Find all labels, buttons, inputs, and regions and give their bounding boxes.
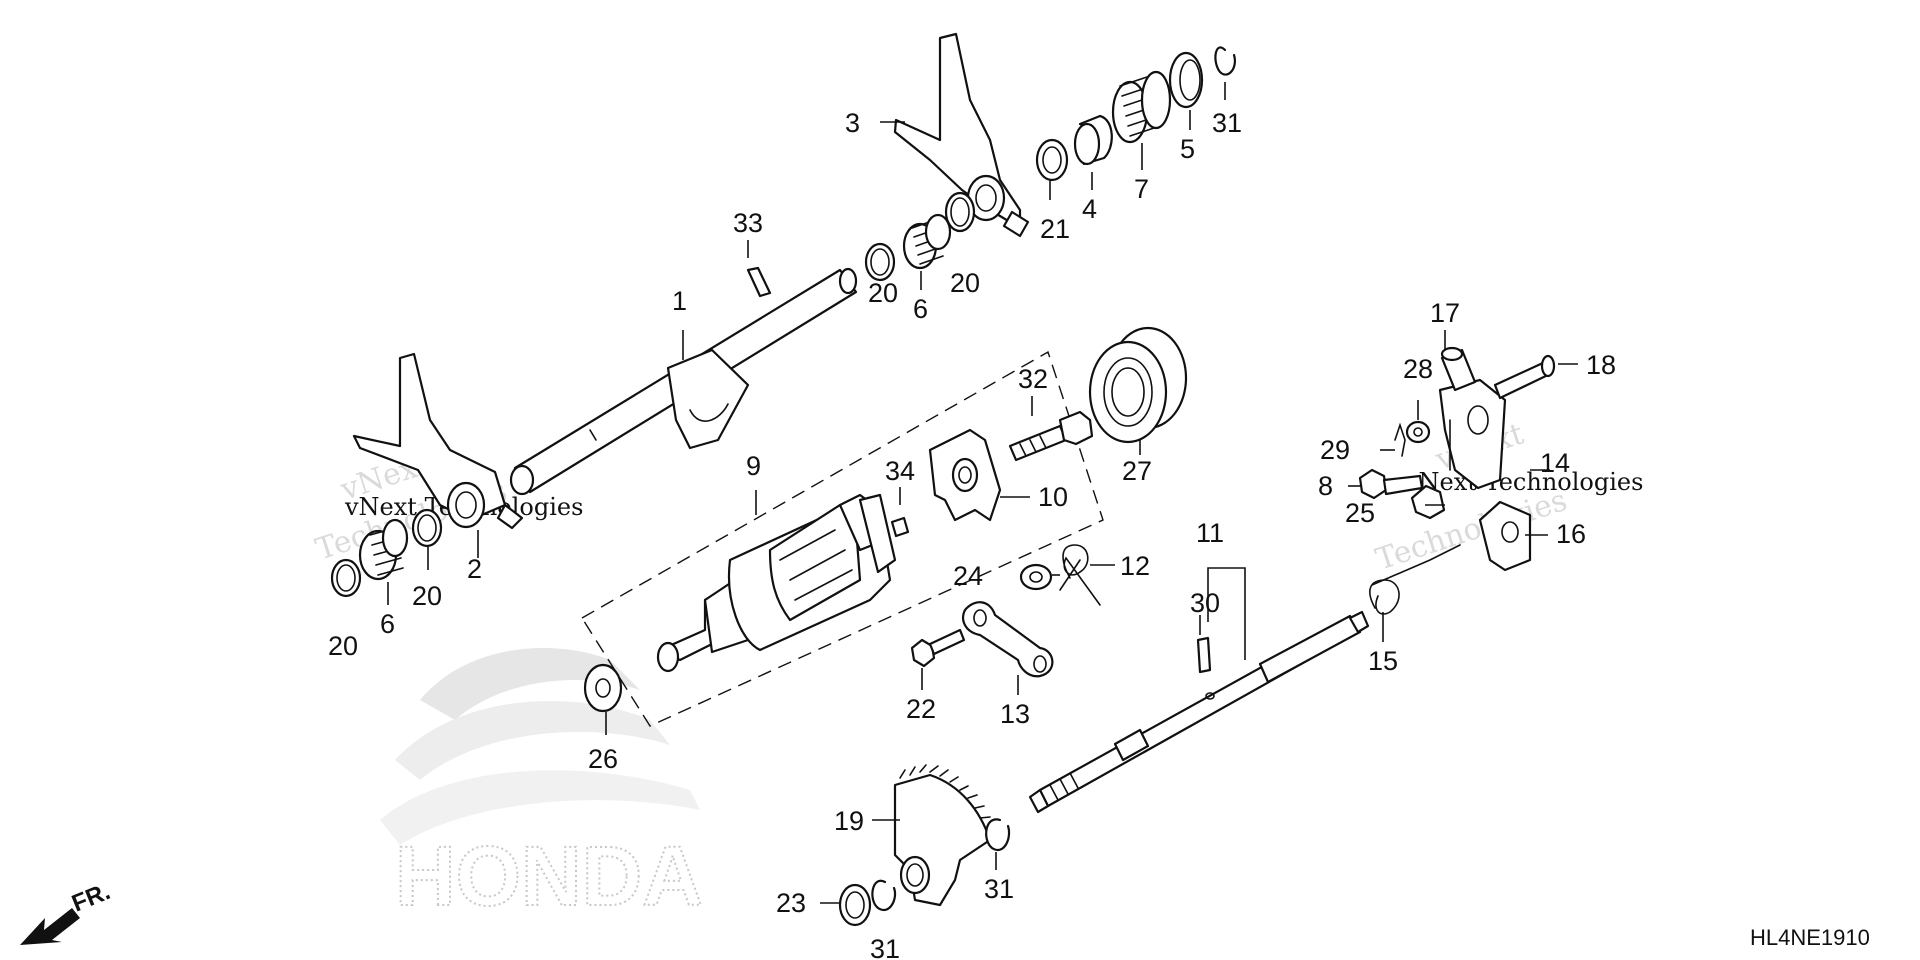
fork-shaft xyxy=(509,267,858,496)
callout-17: 17 xyxy=(1430,298,1460,328)
gear-segment-19 xyxy=(893,764,992,907)
collar-17 xyxy=(1440,346,1477,392)
watermark-text: Technologies xyxy=(1372,483,1572,578)
circlip-31-top xyxy=(1214,46,1236,76)
diagram-code: HL4NE1910 xyxy=(1750,925,1870,950)
washer-20-left-b xyxy=(411,508,443,548)
pin-30 xyxy=(1196,636,1212,674)
callout-31b: 31 xyxy=(984,874,1014,904)
honda-logo-text: HONDA xyxy=(395,829,703,923)
callout-15: 15 xyxy=(1368,646,1398,676)
callout-26: 26 xyxy=(588,744,618,774)
shift-drum xyxy=(656,493,897,673)
callout-31c: 31 xyxy=(870,934,900,960)
callout-30: 30 xyxy=(1190,588,1220,618)
callout-24: 24 xyxy=(953,561,983,591)
callout-11: 11 xyxy=(1196,518,1224,548)
callout-33: 33 xyxy=(733,208,763,238)
collar-25 xyxy=(1410,484,1446,520)
callout-5: 5 xyxy=(1180,134,1195,164)
callout-6b: 6 xyxy=(380,609,395,639)
callout-6a: 6 xyxy=(913,294,928,324)
callout-20d: 20 xyxy=(328,631,358,661)
stopper-16 xyxy=(1478,500,1532,572)
circlip-31-bottom xyxy=(871,879,897,911)
callout-29: 29 xyxy=(1320,435,1350,465)
callout-9: 9 xyxy=(746,451,761,481)
shift-arm-13 xyxy=(962,601,1054,678)
spring-7 xyxy=(1111,70,1172,144)
bearing xyxy=(1088,326,1188,444)
circlip-31-mid xyxy=(985,818,1011,851)
callout-4: 4 xyxy=(1082,194,1097,224)
front-label: FR. xyxy=(68,878,114,918)
callout-14: 14 xyxy=(1540,448,1570,478)
washer-24 xyxy=(1019,563,1053,591)
callout-28: 28 xyxy=(1403,354,1433,384)
callout-2: 2 xyxy=(467,554,482,584)
callout-18: 18 xyxy=(1586,350,1616,380)
spring-6-mid xyxy=(902,213,952,270)
washer-28 xyxy=(1405,420,1431,444)
callout-labels: 1 2 3 4 5 6 6 7 8 9 10 11 12 13 14 15 16… xyxy=(328,108,1616,960)
dowel-pin xyxy=(890,516,910,538)
collar-4 xyxy=(1073,114,1113,166)
bolt-22 xyxy=(910,628,966,668)
return-spring-15 xyxy=(1369,544,1461,615)
callout-16: 16 xyxy=(1556,519,1586,549)
callout-10: 10 xyxy=(1038,482,1068,512)
washer-26 xyxy=(583,663,623,713)
assembly-boundary xyxy=(581,350,1104,727)
callout-3: 3 xyxy=(845,108,860,138)
honda-logo: HONDA xyxy=(380,648,704,924)
callout-32: 32 xyxy=(1018,364,1048,394)
spring-6-left xyxy=(358,518,409,581)
gearshift-spindle xyxy=(1028,610,1370,814)
washer-20-top xyxy=(944,191,976,233)
callout-7: 7 xyxy=(1134,174,1149,204)
callout-12: 12 xyxy=(1120,551,1150,581)
washer-20-left-a xyxy=(330,558,362,598)
callout-20a: 20 xyxy=(868,278,898,308)
callout-21: 21 xyxy=(1040,214,1070,244)
callout-13: 13 xyxy=(1000,699,1030,729)
callout-22: 22 xyxy=(906,694,936,724)
callout-8: 8 xyxy=(1318,471,1333,501)
callout-23: 23 xyxy=(776,888,806,918)
shift-fork-left xyxy=(352,352,524,530)
leader-lines xyxy=(387,82,1578,904)
washer-21 xyxy=(1035,138,1069,182)
collar-5 xyxy=(1168,51,1204,109)
callout-20b: 20 xyxy=(950,268,980,298)
callout-34: 34 xyxy=(885,456,915,486)
washer-20-mid xyxy=(864,242,896,282)
callout-25: 25 xyxy=(1345,498,1375,528)
callout-27: 27 xyxy=(1122,456,1152,486)
callout-1: 1 xyxy=(672,286,687,316)
bolt-18 xyxy=(1493,354,1556,400)
washer-23 xyxy=(838,883,872,927)
stopper-arm-14 xyxy=(1438,378,1507,490)
return-spring-12 xyxy=(1059,544,1101,606)
watermark-text: vNext Technologies xyxy=(1404,468,1643,496)
front-direction-arrow: FR. xyxy=(20,878,114,945)
cotter-pin-29 xyxy=(1394,422,1406,457)
bolt-32 xyxy=(1008,410,1094,462)
callout-20c: 20 xyxy=(412,581,442,611)
callout-19: 19 xyxy=(834,806,864,836)
pin xyxy=(746,266,772,298)
stopper-plate xyxy=(928,428,1002,522)
callout-31a: 31 xyxy=(1212,108,1242,138)
